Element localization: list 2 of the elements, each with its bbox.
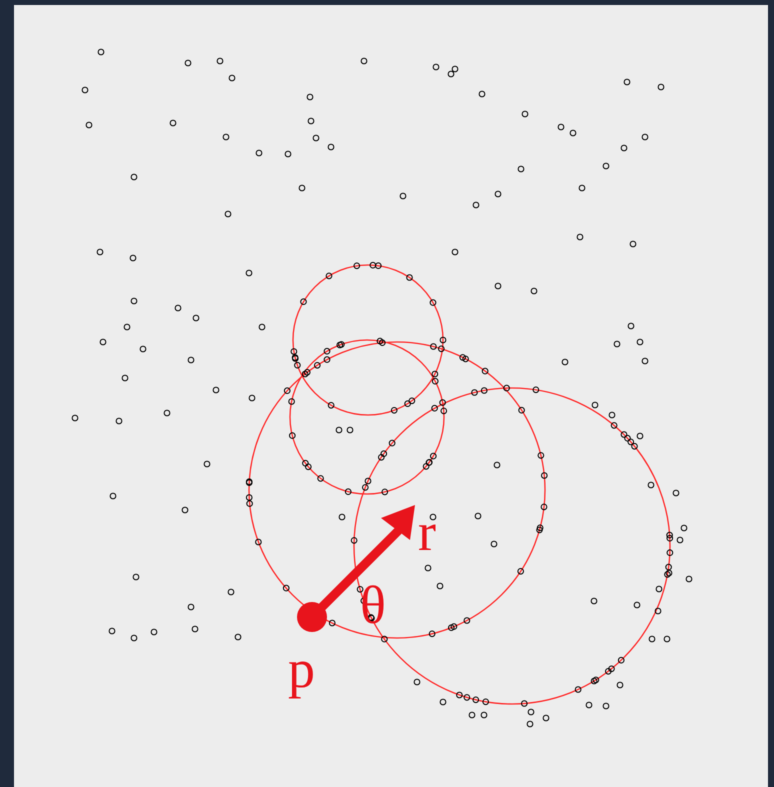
variable-label: p bbox=[288, 642, 315, 696]
variable-label: r bbox=[418, 505, 436, 559]
